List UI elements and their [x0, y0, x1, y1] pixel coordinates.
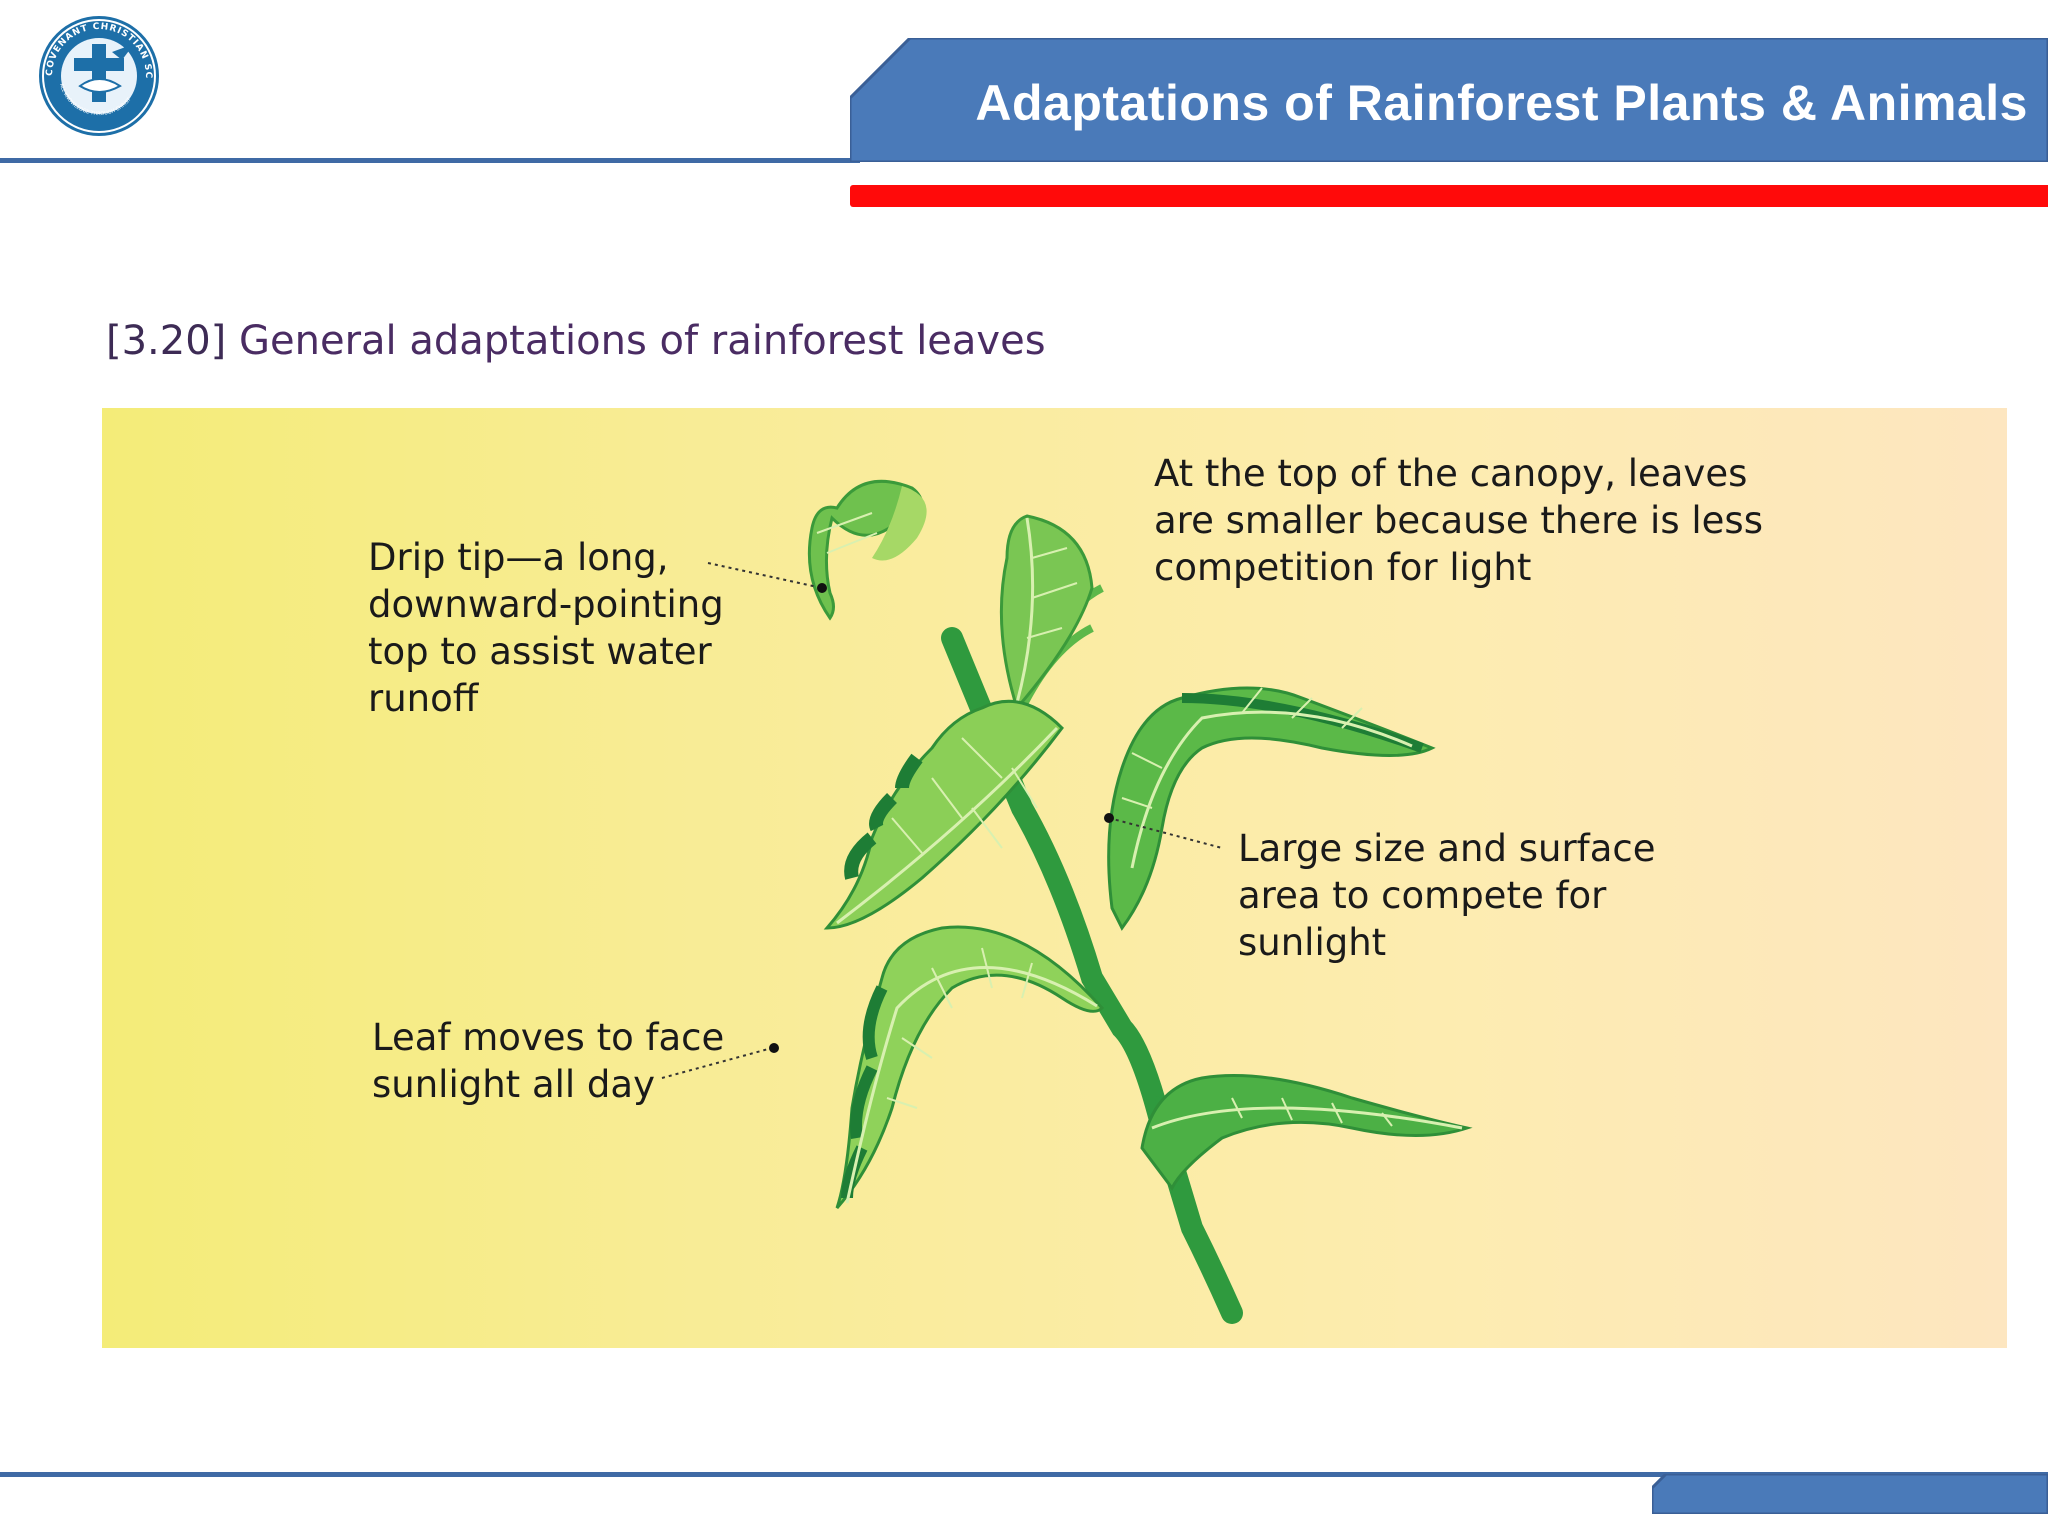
footer-divider-line [0, 1472, 2048, 1477]
large-size-leader-line [1108, 817, 1223, 849]
page-title: Adaptations of Rainforest Plants & Anima… [975, 75, 2028, 131]
main-stem [941, 627, 1243, 1324]
lower-right-leaf [1140, 1074, 1473, 1191]
leaf-moves-label: Leaf moves to face sunlight all day [372, 1016, 725, 1106]
title-banner [850, 38, 2048, 162]
figure-number: [3.20] [106, 318, 227, 364]
rainforest-plant-illustration [661, 479, 1473, 1324]
large-size-label: Large size and surface area to compete f… [1238, 827, 1656, 964]
top-small-leaf [999, 514, 1094, 712]
drip-tip-leader-line [707, 562, 823, 589]
drip-tip-leader-dot [817, 583, 827, 593]
leaf-moves-leader-line [661, 1047, 773, 1079]
drip-tip-label: Drip tip—a long, downward-pointing top t… [368, 536, 724, 720]
school-logo: COVENANT CHRISTIAN SCHOOL ALL KNOWLEDGE … [34, 14, 159, 136]
footer-tab [1652, 1474, 2048, 1514]
figure-caption: [3.20] General adaptations of rainforest… [106, 318, 1046, 364]
illustration-panel: Drip tip—a long, downward-pointing top t… [102, 408, 2007, 1348]
drip-tip-leaf [807, 479, 927, 621]
header-divider-line [0, 158, 860, 163]
large-size-leader-dot [1104, 813, 1114, 823]
leaf-moves-leader-dot [769, 1043, 779, 1053]
upper-left-leaf [823, 699, 1064, 930]
upper-right-leaf [1107, 686, 1436, 931]
red-accent-bar [850, 185, 2048, 207]
canopy-top-label: At the top of the canopy, leaves are sma… [1154, 452, 1763, 589]
lower-left-leaf [835, 925, 1105, 1209]
figure-caption-text: General adaptations of rainforest leaves [239, 318, 1046, 364]
